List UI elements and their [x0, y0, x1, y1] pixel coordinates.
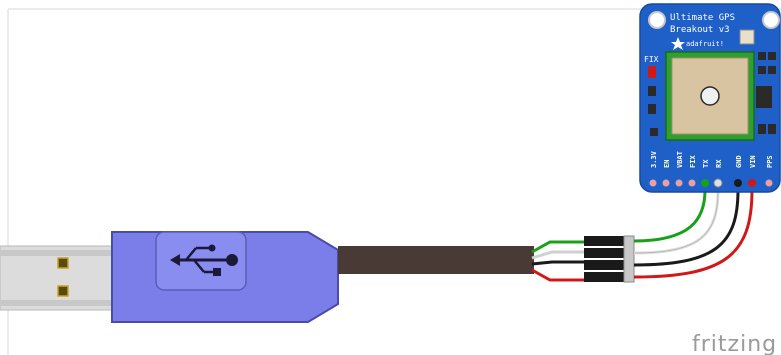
- pin-label-rx: RX: [715, 159, 723, 168]
- board-brand: adafruit!: [686, 40, 724, 48]
- usb-connector-body: [111, 231, 339, 323]
- pin-label-pps: PPS: [766, 155, 774, 168]
- fix-label: FIX: [644, 55, 659, 64]
- pin-label-vin: VIN: [749, 155, 757, 168]
- pin-label-tx: TX: [702, 159, 710, 168]
- board-title-line1: Ultimate GPS: [670, 13, 735, 23]
- pin-label-vbat: VBAT: [676, 151, 684, 168]
- usb-cable: [338, 246, 534, 274]
- fix-led: [648, 66, 656, 78]
- board-wires: [633, 189, 754, 279]
- antenna-feed-point: [700, 86, 720, 106]
- pin-label-gnd: GND: [735, 155, 743, 168]
- antenna-connector: [739, 29, 755, 45]
- pin-pads: [649, 178, 773, 188]
- pin-label-en: EN: [663, 160, 671, 168]
- mount-hole-top-left: [648, 11, 666, 29]
- jumper-header: [584, 235, 635, 283]
- usb-plug-metal: [0, 245, 113, 311]
- usb-contact-bottom: [57, 285, 69, 297]
- fritzing-watermark: fritzing: [692, 332, 777, 355]
- pin-labels: 3.3V EN VBAT FIX TX RX GND VIN PPS: [650, 150, 774, 168]
- mount-hole-top-right: [762, 11, 780, 29]
- regulator-chip: [756, 86, 772, 108]
- star-icon: [671, 37, 685, 50]
- gps-breakout-board: Ultimate GPS Breakout v3 adafruit! FIX 3…: [639, 3, 781, 193]
- pin-label-3v3: 3.3V: [650, 150, 658, 168]
- usb-contact-top: [57, 257, 69, 269]
- pin-label-fix: FIX: [689, 155, 697, 168]
- board-title-line2: Breakout v3: [670, 25, 730, 35]
- cable-wires: [531, 240, 586, 282]
- usb-icon: [170, 244, 238, 276]
